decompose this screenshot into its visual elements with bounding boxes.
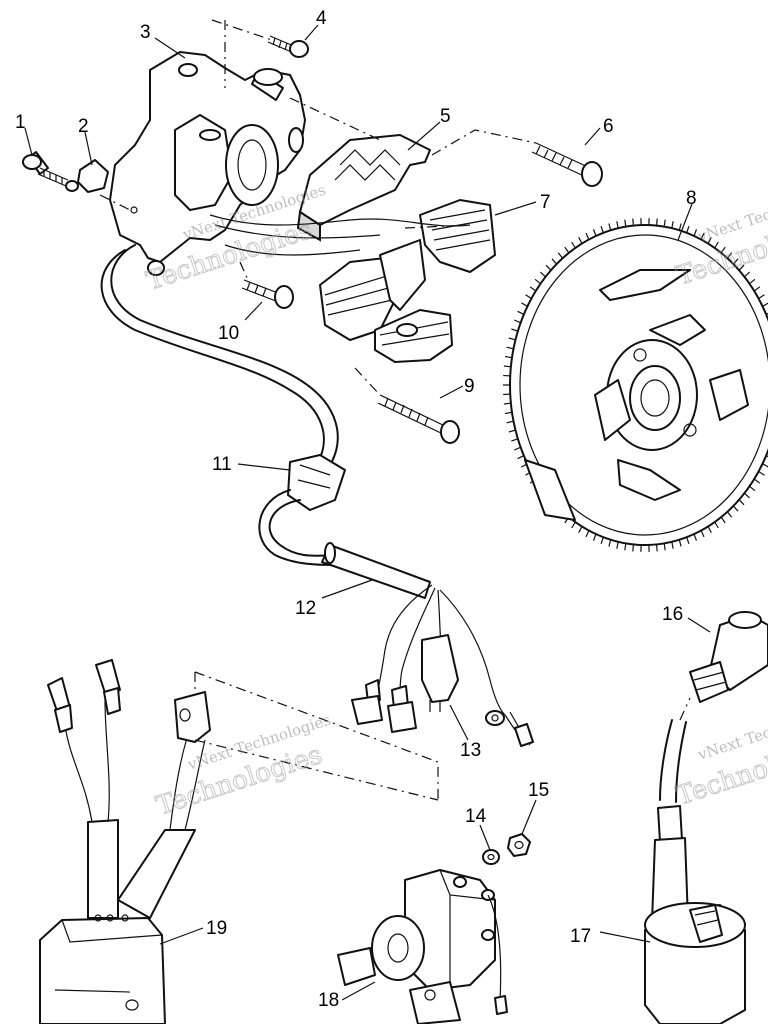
callout-14: 14 — [465, 806, 487, 827]
callout-3: 3 — [140, 22, 151, 43]
part-19-cdi-box — [39, 659, 211, 1024]
callout-1: 1 — [15, 112, 26, 133]
callout-12: 12 — [295, 598, 316, 619]
callout-numbers: 1 2 3 4 5 6 7 8 9 10 11 12 13 14 15 16 1… — [15, 8, 697, 1011]
callout-15: 15 — [528, 780, 549, 801]
stator-wire-2 — [214, 224, 381, 239]
part-15-nut — [507, 833, 531, 857]
callout-13: 13 — [460, 740, 481, 761]
part-4-screw — [267, 35, 309, 58]
callout-6: 6 — [603, 116, 614, 137]
callout-17: 17 — [570, 926, 591, 947]
part-18-starter-solenoid — [337, 869, 508, 1024]
part-14-washer — [482, 849, 500, 865]
leader-lines — [24, 24, 711, 1001]
stator-wire-3 — [224, 244, 361, 256]
stator-wire-1 — [209, 214, 471, 227]
watermark-text-7: vNext Technologies — [695, 701, 768, 764]
callout-11: 11 — [212, 454, 232, 475]
callout-8: 8 — [686, 188, 697, 209]
callout-9: 9 — [464, 376, 475, 397]
part-9-bolt — [377, 394, 460, 444]
flywheel-tooth-lines — [503, 218, 768, 552]
assembly-lines — [99, 19, 691, 801]
callout-19: 19 — [206, 918, 227, 939]
callout-4: 4 — [316, 8, 327, 29]
part-10-screw — [241, 279, 294, 309]
callout-5: 5 — [440, 106, 451, 127]
flywheel-teeth — [503, 218, 768, 552]
callout-7: 7 — [540, 192, 551, 213]
part-6-bolt — [531, 142, 603, 187]
part-16-spark-plug-cap — [689, 611, 768, 703]
part-5-trigger-coil — [296, 134, 431, 242]
stator-ignition-coil — [174, 114, 279, 211]
part-7-lighting-coil — [319, 199, 496, 363]
callout-2: 2 — [78, 116, 89, 137]
callout-10: 10 — [218, 323, 239, 344]
callout-18: 18 — [318, 990, 339, 1011]
part-1-screw — [22, 151, 69, 187]
part-8-flywheel — [503, 218, 768, 552]
part-17-ignition-coil — [644, 719, 746, 1024]
callout-16: 16 — [662, 604, 683, 625]
wiring-harness — [100, 244, 534, 747]
part-2-woodruff-key — [65, 159, 109, 193]
